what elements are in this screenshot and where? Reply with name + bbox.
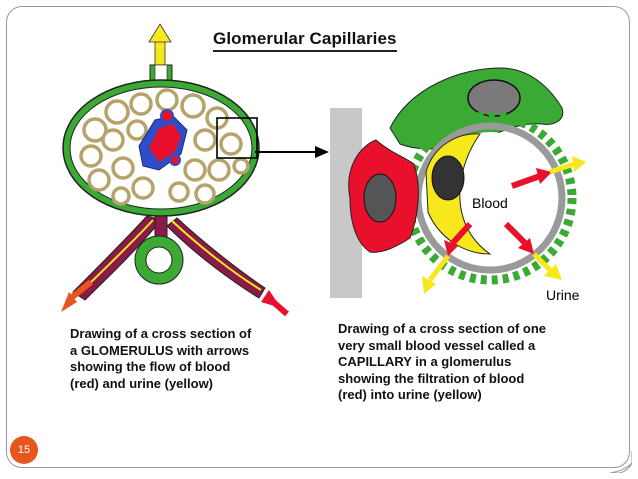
glomerulus-diagram [61, 23, 289, 317]
capillary-diagram: Blood Urine [330, 67, 586, 303]
inset-box [216, 117, 258, 159]
caption-left-line: showing the flow of blood [70, 359, 231, 374]
page-curl-decoration [610, 451, 632, 473]
tubule-cross-section [134, 235, 184, 285]
zoom-connector-arrow [255, 146, 329, 158]
page-number-badge: 15 [10, 436, 38, 464]
label-urine: Urine [546, 287, 580, 303]
blood-flow-arrows [61, 279, 289, 317]
caption-right: Drawing of a cross section of one very s… [338, 321, 623, 404]
caption-right-line: Drawing of a cross section of one [338, 321, 547, 336]
caption-right-line: very small blood vessel called a [338, 337, 536, 353]
label-blood: Blood [472, 195, 508, 211]
caption-right-line: showing the filtration of blood [338, 370, 525, 386]
filtration-arrows [422, 156, 586, 294]
caption-left-line: a GLOMERULUS with arrows [70, 342, 250, 358]
central-vessels [138, 109, 188, 171]
slide-title: Glomerular Capillaries [213, 28, 397, 52]
caption-left: Drawing of a cross section of a GLOMERUL… [70, 326, 305, 392]
caption-left-line: (red) and urine (yellow) [70, 375, 214, 391]
caption-right-line: CAPILLARY in a glomerulus [338, 354, 512, 369]
caption-right-line: (red) into urine (yellow) [338, 387, 482, 402]
urine-out-arrow [148, 23, 172, 71]
caption-left-line: Drawing of a cross section of [70, 326, 252, 341]
